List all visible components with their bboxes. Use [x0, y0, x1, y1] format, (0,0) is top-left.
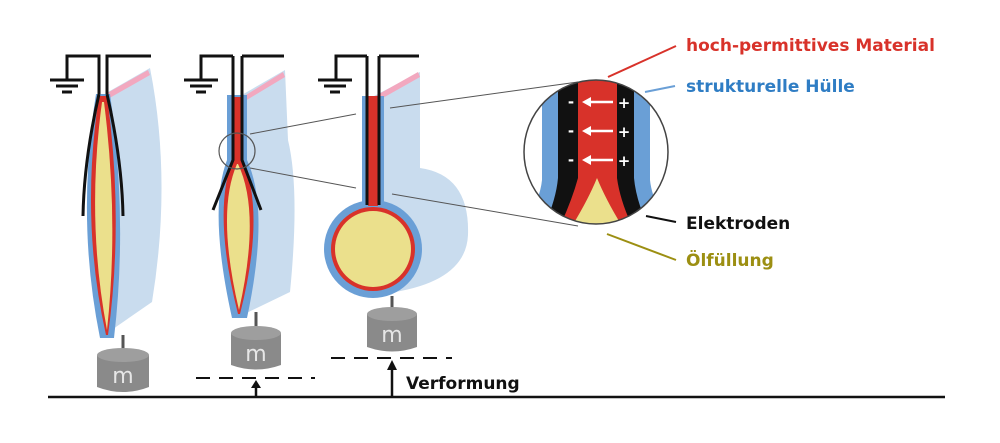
detail-marker-circle: [218, 132, 256, 170]
ground-icon: [50, 78, 84, 94]
arrow-head: [387, 360, 397, 370]
field-arrows: - + - + - +: [568, 93, 630, 170]
actuator-contracted: m Verformung: [318, 54, 520, 396]
pink-strip: [102, 70, 150, 100]
field-row: - +: [568, 151, 630, 170]
wire-ground: [199, 54, 233, 80]
wire-ground: [334, 54, 367, 80]
leader-material: [607, 45, 677, 78]
arrow-left-icon: [582, 155, 591, 165]
minus-sign: -: [568, 151, 574, 169]
electrode-left: [81, 93, 101, 217]
field-row: - +: [568, 122, 630, 141]
pink-strip: [238, 72, 285, 104]
actuator-partial: m: [184, 54, 315, 396]
plus-sign: +: [618, 94, 631, 112]
leader-electrodes: [645, 215, 677, 223]
material-stem: [233, 97, 242, 159]
arrow-left-icon: [582, 97, 591, 107]
mass-label: m: [245, 342, 266, 367]
mass-weight: m: [231, 326, 281, 370]
detail-frame: [523, 79, 669, 225]
plus-sign: +: [618, 152, 631, 170]
minus-sign: -: [568, 122, 574, 140]
label-material: hoch-permittives Material: [686, 36, 935, 56]
electrode-right: [105, 93, 125, 217]
detail-connector-lines: [249, 81, 579, 227]
detail-view: - + - + - +: [523, 79, 669, 225]
plus-sign: +: [618, 123, 631, 141]
label-electrodes: Elektroden: [686, 214, 790, 234]
label-oil: Ölfüllung: [686, 249, 774, 271]
mass-weight: m: [97, 348, 149, 392]
field-row: - +: [568, 93, 630, 112]
minus-sign: -: [568, 93, 574, 111]
arrow-head: [251, 380, 261, 388]
pink-strip: [372, 72, 420, 103]
oil-fill: [95, 102, 113, 330]
material-stem: [368, 96, 378, 206]
wire-hv: [105, 54, 151, 94]
electrode-right: [240, 56, 263, 211]
ground-icon: [184, 78, 218, 94]
oil-fill: [335, 211, 411, 287]
actuator-relaxed: m: [50, 54, 162, 392]
mass-label: m: [112, 364, 133, 389]
ground-icon: [318, 78, 352, 94]
mass-label: m: [381, 323, 402, 348]
oil-fill: [226, 164, 250, 310]
mass-weight: m: [367, 307, 417, 352]
arrow-left-icon: [582, 126, 591, 136]
leader-oil: [606, 233, 677, 261]
wire-ground: [65, 54, 101, 94]
deformation-label: Verformung: [406, 374, 520, 394]
label-hull: strukturelle Hülle: [686, 77, 855, 97]
electrode-left: [211, 56, 235, 211]
leader-hull: [644, 85, 676, 93]
detail-oil: [572, 178, 622, 224]
detail-material: [560, 80, 632, 224]
